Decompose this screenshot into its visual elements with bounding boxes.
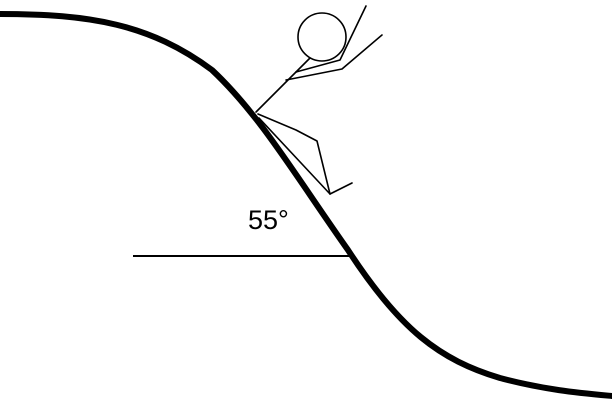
stick-figure <box>255 5 383 195</box>
stick-figure-head <box>297 12 347 62</box>
stick-figure-trailing-leg <box>258 117 331 195</box>
angle-label: 55° <box>248 205 289 235</box>
stick-figure-neck <box>295 57 311 73</box>
stick-figure-arm-lower <box>285 34 383 81</box>
slope-curve <box>0 11 612 399</box>
stick-figure-torso <box>255 71 297 113</box>
stick-figure-arm-upper <box>295 5 367 73</box>
stick-figure-leg <box>257 113 353 195</box>
